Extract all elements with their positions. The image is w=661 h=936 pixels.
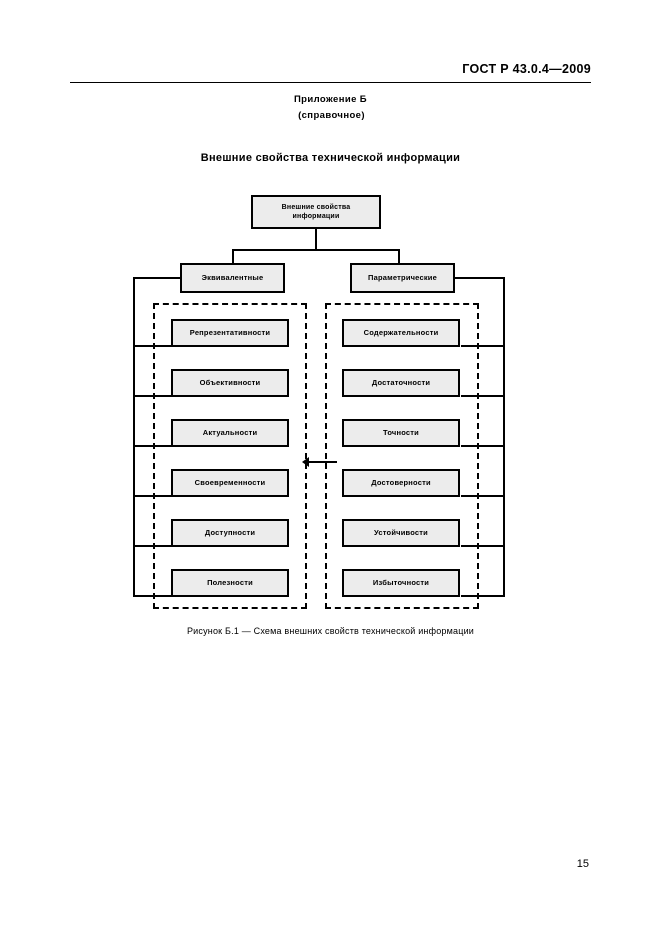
dashed-group-frame-equivalent [153, 303, 307, 609]
connector-right-leaf-1 [461, 345, 505, 347]
page-header-standard-id: ГОСТ Р 43.0.4—2009 [462, 62, 591, 76]
page-title: Внешние свойства технической информации [200, 152, 461, 164]
annex-heading: Приложение Б (справочное) [0, 92, 661, 124]
header-rule [70, 82, 591, 83]
connector-right-leaf-2 [461, 395, 505, 397]
node-branch-parametric: Параметрические [350, 263, 455, 293]
node-leaf-right-2: Достаточности [342, 369, 460, 397]
spine-right [503, 277, 505, 597]
node-leaf-left-4: Своевременности [171, 469, 289, 497]
node-root-line2: информации [292, 213, 340, 220]
node-leaf-right-1: Содержательности [342, 319, 460, 347]
node-leaf-right-4: Достоверности [342, 469, 460, 497]
node-leaf-left-3: Актуальности [171, 419, 289, 447]
node-leaf-left-1: Репрезентативности [171, 319, 289, 347]
connector-left-leaf-1 [133, 345, 173, 347]
connector-left-leaf-3 [133, 445, 173, 447]
node-leaf-left-2: Объективности [171, 369, 289, 397]
node-leaf-right-3: Точности [342, 419, 460, 447]
dashed-group-frame-parametric [325, 303, 479, 609]
annex-subtitle: (справочное) [298, 110, 365, 121]
connector-branch-right-down [398, 249, 400, 263]
connector-left-branch-out [133, 277, 182, 279]
centre-connector-line [307, 461, 337, 463]
connector-branch-left-down [232, 249, 234, 263]
connector-root-down [315, 229, 317, 251]
spine-left-bottom [133, 595, 173, 597]
annex-title: Приложение Б [293, 94, 368, 105]
node-root-external-properties: Внешние свойства информации [251, 195, 381, 229]
connector-right-leaf-5 [461, 545, 505, 547]
node-leaf-left-6: Полезности [171, 569, 289, 597]
node-leaf-right-6: Избыточности [342, 569, 460, 597]
connector-right-branch-out [455, 277, 505, 279]
page-number: 15 [576, 858, 589, 870]
spine-right-bottom [461, 595, 505, 597]
arrow-left-icon [302, 457, 309, 467]
figure-caption: Рисунок Б.1 — Схема внешних свойств техн… [186, 626, 475, 636]
node-branch-equivalent: Эквивалентные [180, 263, 285, 293]
spine-left [133, 277, 135, 597]
node-leaf-right-5: Устойчивости [342, 519, 460, 547]
connector-left-leaf-4 [133, 495, 173, 497]
connector-branch-bus [232, 249, 400, 251]
diagram-external-properties: Внешние свойства информации Эквивалентны… [0, 185, 661, 625]
node-leaf-left-5: Доступности [171, 519, 289, 547]
connector-right-leaf-3 [461, 445, 505, 447]
connector-left-leaf-5 [133, 545, 173, 547]
connector-right-leaf-4 [461, 495, 505, 497]
node-root-line1: Внешние свойства [281, 204, 351, 211]
connector-left-leaf-2 [133, 395, 173, 397]
